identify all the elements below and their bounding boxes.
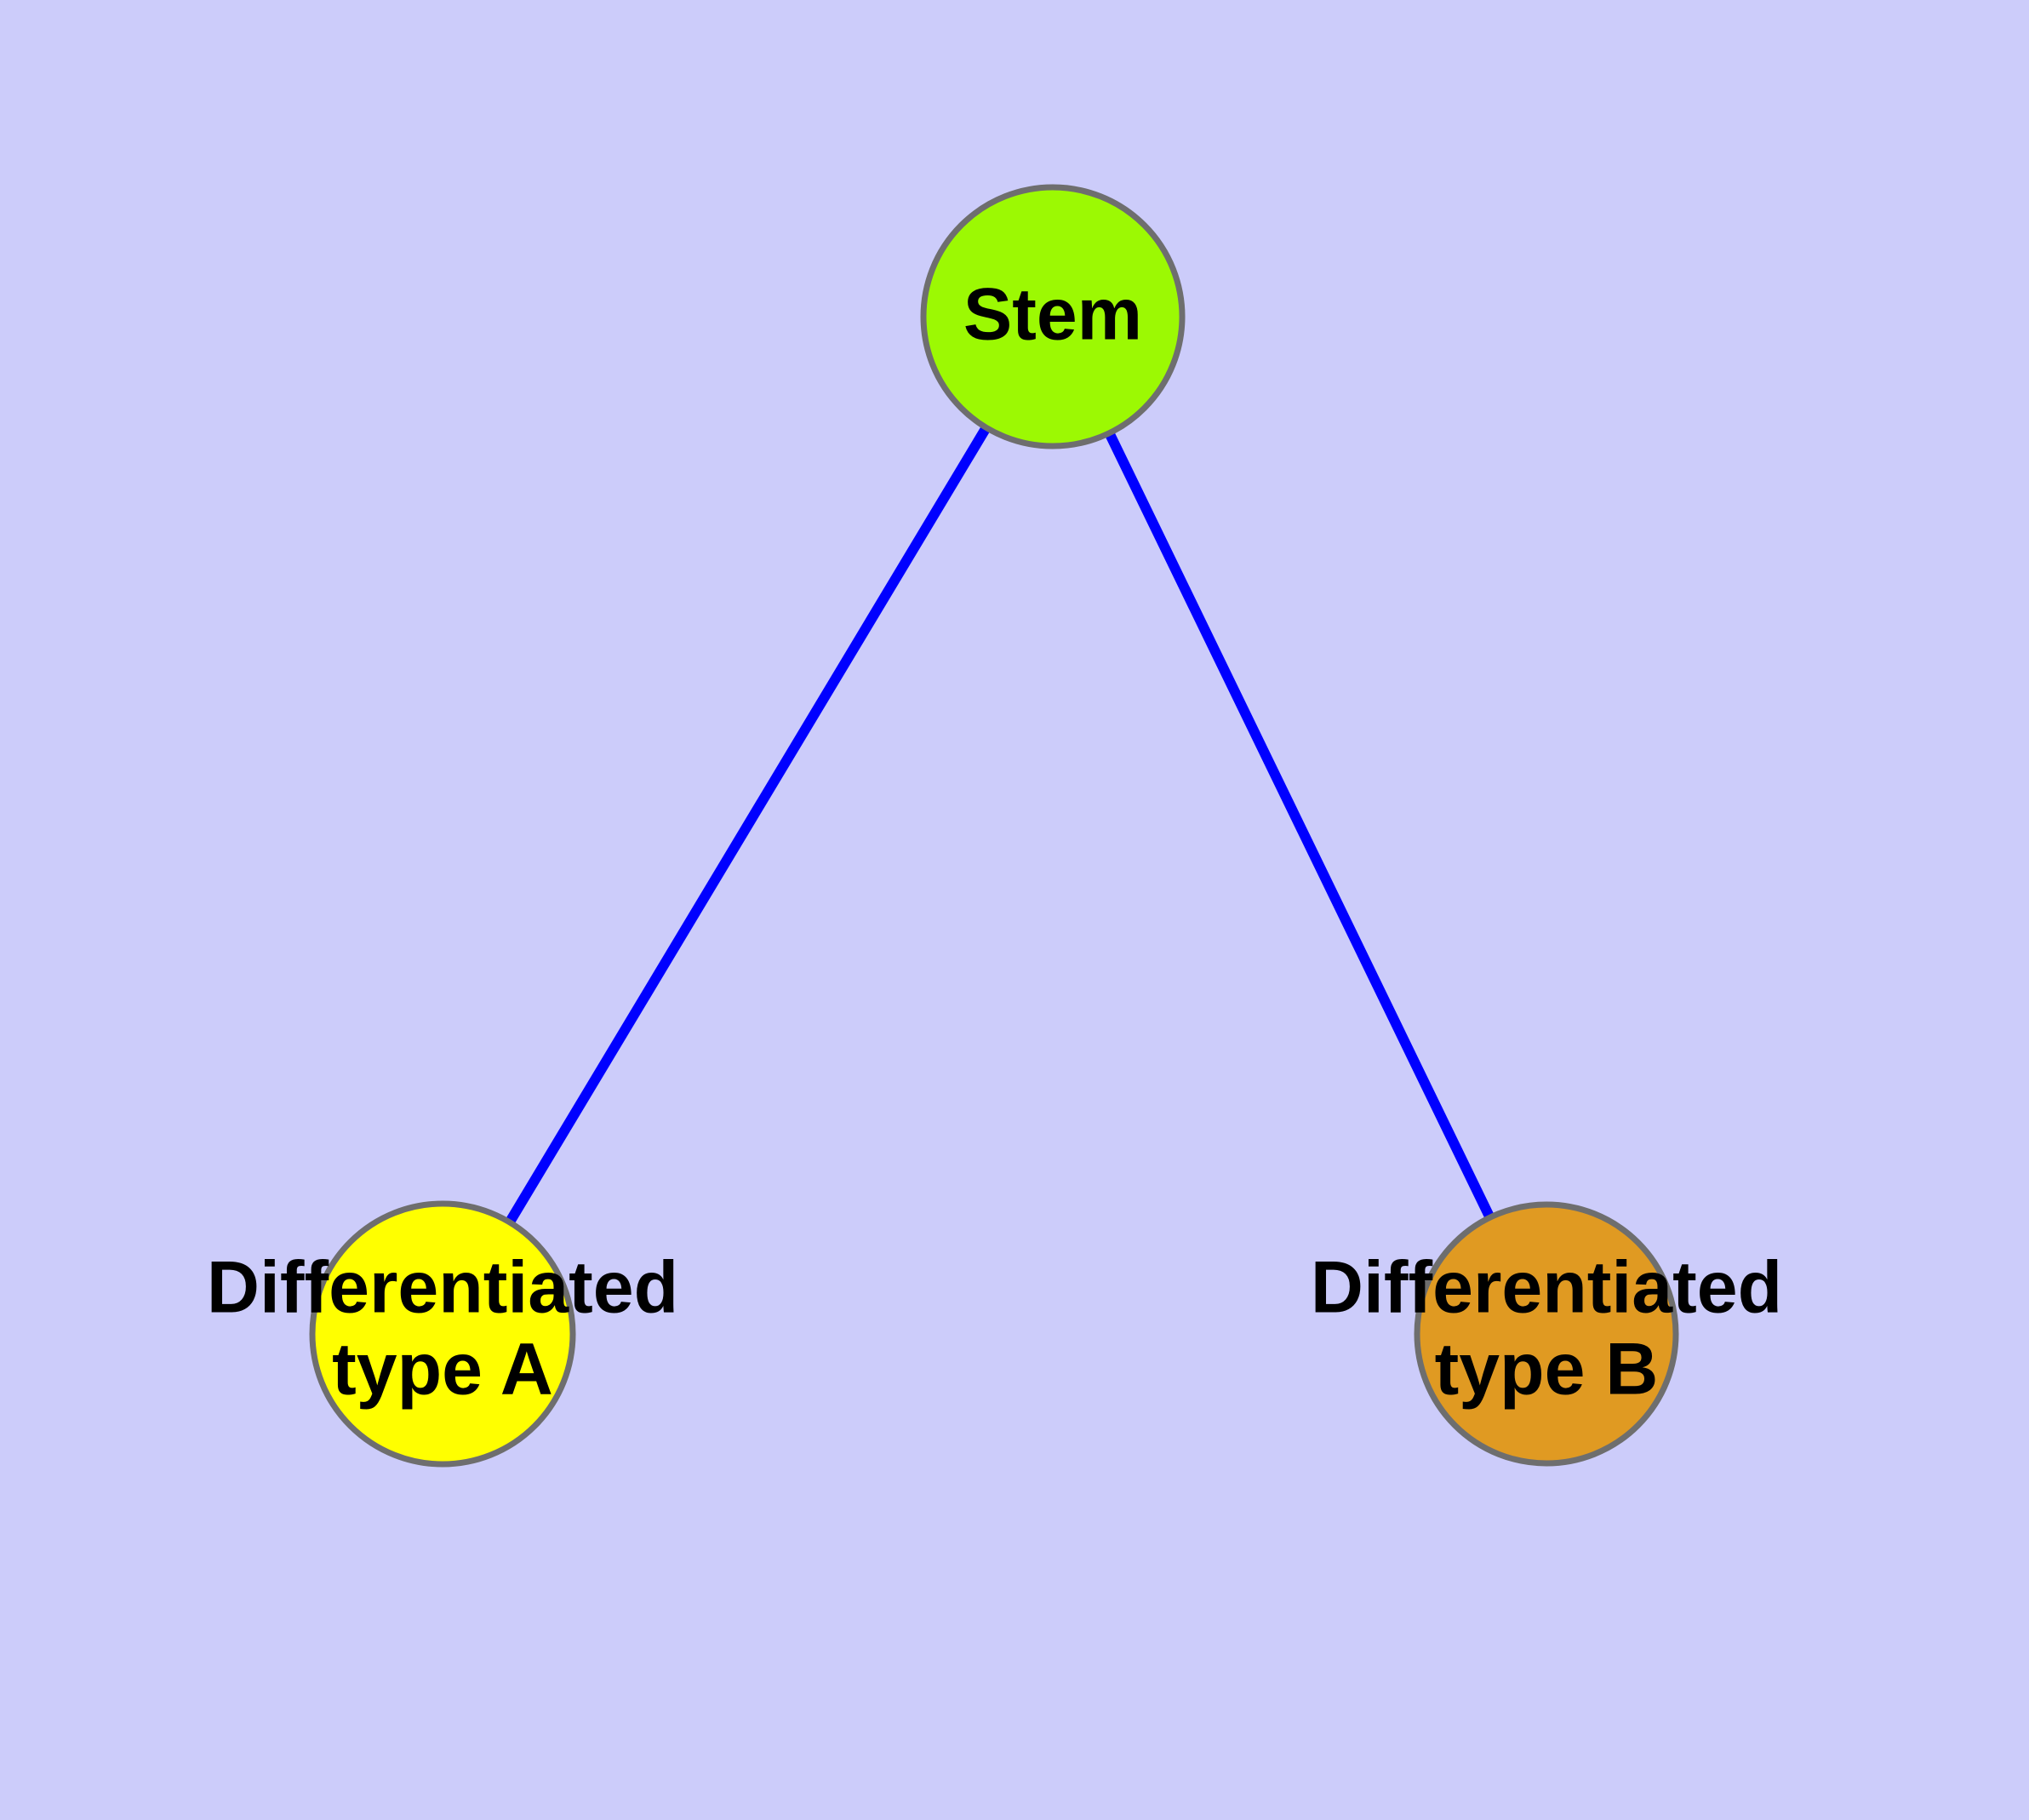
node-label-differentiated-type-b-line2: type B (1435, 1329, 1659, 1411)
node-circle-differentiated-type-b[interactable] (1414, 1201, 1679, 1467)
edges-group (437, 313, 1552, 1337)
edge-stem-to-differentiated-type-b[interactable] (1048, 314, 1552, 1336)
node-label-differentiated-type-a-line2: type A (332, 1329, 553, 1411)
node-circle-stem[interactable] (920, 184, 1186, 449)
node-labels-group: Stem Differentiated type A Differentiate… (207, 274, 1782, 1411)
node-circle-differentiated-type-a[interactable] (309, 1200, 576, 1468)
edge-stem-to-differentiated-type-a[interactable] (437, 313, 1058, 1337)
node-label-differentiated-type-a-line1: Differentiated (207, 1247, 678, 1329)
node-label-stem: Stem (963, 274, 1142, 356)
nodes-group (309, 184, 1679, 1468)
node-label-differentiated-type-b-line1: Differentiated (1311, 1247, 1782, 1329)
